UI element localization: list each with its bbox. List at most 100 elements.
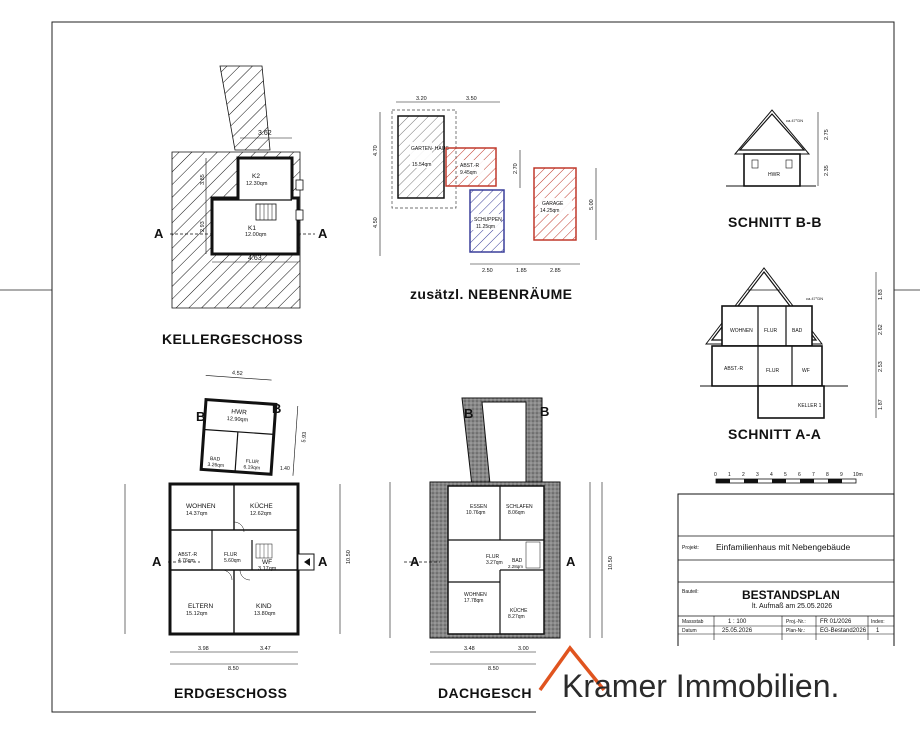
- eg-room-wohnen-area: 14.37qm: [186, 511, 208, 517]
- schnitt-aa-room-wohnen: WOHNEN: [730, 328, 753, 334]
- eg-anbau-outline: [199, 397, 278, 476]
- eg-room-wf-area: 3.17qm: [258, 566, 277, 572]
- scale-tick-7: 7: [812, 472, 815, 478]
- title-index: 1: [876, 628, 880, 634]
- kramer-logo: Kramer Immobilien.: [536, 645, 920, 745]
- eg-room-flur2-name: FLUR: [224, 552, 237, 558]
- title-planname: EG-Bestand2026: [820, 628, 867, 634]
- dg-room-flur-area: 3.27qm: [486, 560, 503, 566]
- eg-section-mark-a-left: A: [152, 554, 162, 569]
- scale-tick-4: 4: [770, 472, 773, 478]
- neben-garage-area: 14.25qm: [540, 208, 559, 214]
- keller-room-k2-name: K2: [252, 173, 260, 180]
- eg-room-bad-name: BAD: [210, 456, 221, 463]
- dg-room-kueche-name: KÜCHE: [510, 607, 528, 614]
- logo-text: Kramer Immobilien.: [562, 668, 839, 704]
- schnitt-bb-roof-pitch: ca.47°DN: [786, 118, 803, 123]
- eg-room-abstellraum-area: 4.76qm: [178, 558, 195, 564]
- eg-room-flur1-name: FLUR: [246, 458, 260, 465]
- neben-dim-top-a: 3.20: [416, 96, 427, 102]
- title-bestandsplan: BESTANDSPLAN: [742, 588, 840, 602]
- neben-dim-bot-c: 2.85: [550, 268, 561, 274]
- scale-bar: 0 1 2 3 4 5 6 7 8 9 10m: [714, 472, 863, 484]
- neben-dim-left-a: 4.70: [373, 145, 379, 156]
- dg-room-bad-area: 2.28qm: [508, 564, 523, 569]
- schnitt-bb-dim-2: 2.35: [824, 165, 830, 176]
- eg-room-flur2-area: 5.60qm: [224, 558, 241, 564]
- eg-room-hwr-area: 12.90qm: [227, 416, 249, 424]
- dg-section-mark-b-right: B: [540, 404, 549, 419]
- dg-room-flur-name: FLUR: [486, 554, 499, 560]
- dg-dim-bottom-a: 3.48: [464, 646, 475, 652]
- dg-section-mark-a-left: A: [410, 554, 420, 569]
- label-schnitt-bb: SCHNITT B-B: [728, 214, 822, 230]
- dg-dim-bottom-total: 8.50: [488, 666, 499, 672]
- title-datum: 25.05.2026: [722, 628, 753, 634]
- eg-room-kueche-area: 12.62qm: [250, 511, 272, 517]
- neben-garage-name: GARAGE: [542, 201, 564, 207]
- eg-section-mark-b-right: B: [272, 401, 281, 416]
- schnitt-aa-room-flur-eg: FLUR: [766, 368, 779, 374]
- schnitt-bb-roof: [738, 113, 806, 151]
- label-erdgeschoss: ERDGESCHOSS: [174, 685, 287, 701]
- neben-abstellraum-name: ABST.-R: [460, 163, 480, 169]
- eg-room-kueche-name: KÜCHE: [250, 502, 273, 510]
- title-bauteil-label: Bauteil:: [682, 589, 699, 595]
- eg-room-wohnen-name: WOHNEN: [186, 503, 216, 510]
- schnitt-aa-dim-3: 2.53: [878, 361, 884, 372]
- dg-room-schlafen-name: SCHLAFEN: [506, 504, 533, 510]
- eg-room-wf-name: WF: [262, 559, 272, 566]
- keller-dim-left-bottom: 2.93: [200, 221, 206, 232]
- eg-room-flur1-area: 6.19qm: [243, 464, 260, 471]
- scale-tick-3: 3: [756, 472, 759, 478]
- keller-dim-left-top: 3.85: [200, 174, 206, 185]
- dg-room-essen-area: 10.76qm: [466, 510, 485, 516]
- dg-room-wohnen-name: WOHNEN: [464, 592, 487, 598]
- dg-interior: [447, 485, 545, 635]
- scale-tick-10: 10m: [853, 472, 863, 478]
- label-kellergeschoss: KELLERGESCHOSS: [162, 331, 303, 347]
- neben-schuppen-name: SCHUPPEN: [474, 217, 502, 223]
- dg-section-mark-a-right: A: [566, 554, 576, 569]
- title-projekt-label: Projekt:: [682, 545, 699, 551]
- title-planname-label: Plan-Nr.:: [786, 628, 805, 634]
- schnitt-aa-room-keller: KELLER 1: [798, 403, 822, 409]
- keller-room-k1-name: K1: [248, 225, 256, 232]
- scale-tick-1: 1: [728, 472, 731, 478]
- title-projnr-label: Proj.-Nr.:: [786, 619, 806, 625]
- eg-dim-bottom-a: 3.98: [198, 646, 209, 652]
- scale-tick-6: 6: [798, 472, 801, 478]
- schnitt-bb-section: HWR ca.47°DN 2.75 2.35: [726, 109, 830, 187]
- schnitt-aa-keller: [757, 385, 825, 419]
- eg-dim-top: 4.52: [232, 370, 243, 377]
- eg-room-kind-name: KIND: [256, 603, 272, 610]
- label-schnitt-aa: SCHNITT A-A: [728, 426, 821, 442]
- neben-dim-bot-b: 1.85: [516, 268, 527, 274]
- schnitt-aa-roof-pitch: ca.47°DN: [806, 296, 823, 301]
- eg-dim-flur: 1.40: [280, 466, 290, 472]
- eg-section-mark-a-right: A: [318, 554, 328, 569]
- keller-earth-hatch-top: [219, 65, 271, 151]
- dg-room-wohnen-area: 17.78qm: [464, 598, 483, 604]
- title-subtitle: lt. Aufmaß am 25.05.2026: [752, 603, 832, 610]
- keller-dim-bottom: 4.63: [248, 255, 262, 262]
- keller-stair: [255, 203, 277, 221]
- schnitt-bb-room: HWR: [768, 172, 780, 178]
- dg-room-bad-name: BAD: [512, 558, 523, 564]
- scale-tick-2: 2: [742, 472, 745, 478]
- title-index-label: Index:: [871, 619, 885, 625]
- dachgeschoss-plan: B B ESSEN 10.76qm SCHLAFEN 8.06qm FLUR 3…: [389, 397, 614, 672]
- schnitt-aa-ground-floor: [711, 345, 823, 387]
- schnitt-aa-dim-2: 2.62: [878, 324, 884, 335]
- schnitt-aa-upper-floor: [721, 305, 813, 347]
- schnitt-aa-room-wf: WF: [802, 368, 810, 374]
- neben-abstellraum-area: 9.45qm: [460, 170, 477, 176]
- neben-schuppen-area: 11.25qm: [476, 224, 495, 230]
- eg-room-bad-area: 3.26qm: [207, 462, 224, 469]
- keller-section-mark-a-right: A: [318, 226, 328, 241]
- neben-dim-bot-a: 2.50: [482, 268, 493, 274]
- label-nebenraeume: zusätzl. NEBENRÄUME: [410, 286, 572, 302]
- keller-outline: [210, 156, 300, 256]
- eg-room-eltern-area: 15.12qm: [186, 611, 208, 617]
- schnitt-aa-dim-1: 1.83: [878, 289, 884, 300]
